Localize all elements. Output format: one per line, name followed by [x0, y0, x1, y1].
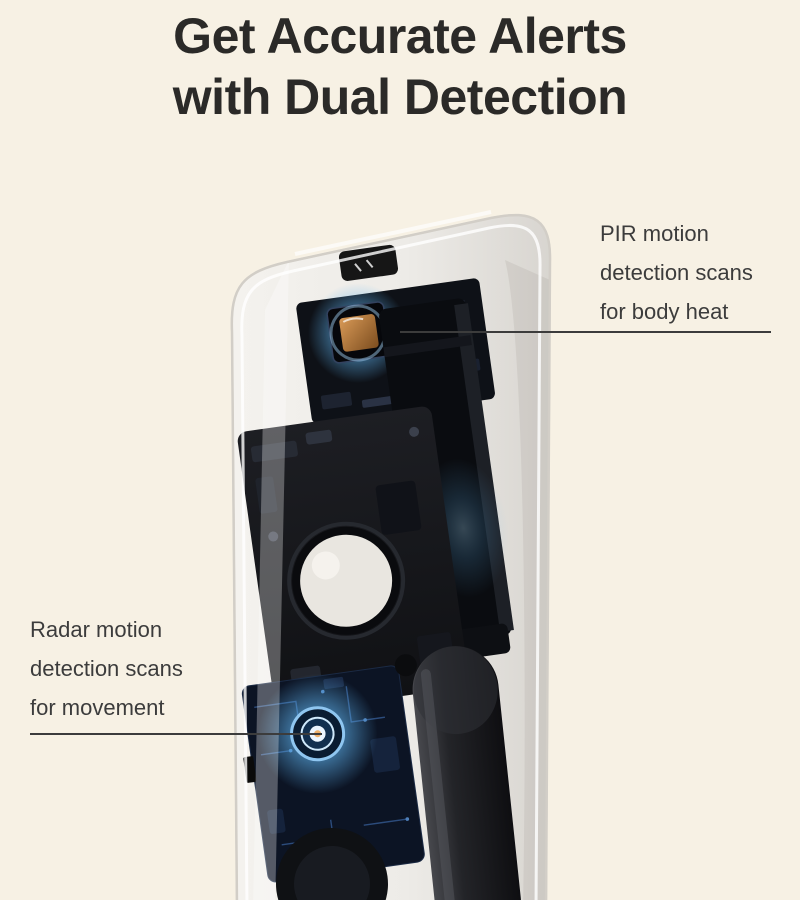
callout-pir: PIR motion detection scans for body heat: [600, 214, 753, 331]
doorbell-cutaway-icon: [230, 210, 552, 900]
headline-line-1: Get Accurate Alerts: [173, 8, 627, 64]
callout-radar-line-3: for movement: [30, 695, 165, 720]
callout-line-pir: [400, 331, 771, 333]
shell-highlights: [230, 210, 552, 900]
callout-radar: Radar motion detection scans for movemen…: [30, 610, 183, 727]
callout-radar-line-1: Radar motion: [30, 617, 163, 642]
chassis-plate: [237, 406, 469, 713]
headline-line-2: with Dual Detection: [172, 69, 628, 125]
callout-pir-line-2: detection scans: [600, 260, 753, 285]
callout-pir-line-3: for body heat: [600, 299, 729, 324]
callout-radar-line-2: detection scans: [30, 656, 183, 681]
battery-cylinder: [394, 646, 521, 900]
callout-line-radar: [30, 733, 322, 735]
doorbell-illustration: [205, 190, 585, 900]
top-vent: [338, 244, 399, 281]
callout-pir-line-1: PIR motion: [600, 221, 709, 246]
page-title: Get Accurate Alerts with Dual Detection: [0, 6, 800, 128]
bottom-module: [276, 828, 388, 900]
